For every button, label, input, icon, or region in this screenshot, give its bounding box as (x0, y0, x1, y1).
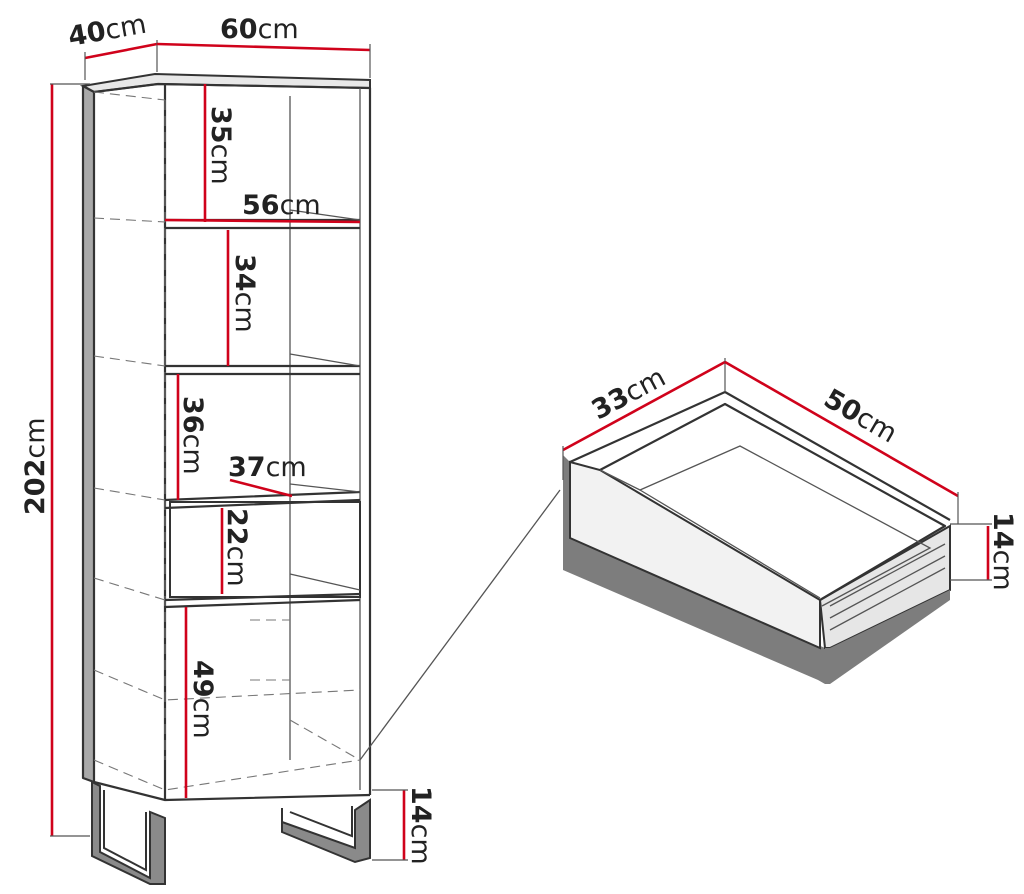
drawer-width-dim-line (724, 360, 959, 498)
left-leg-inner (103, 790, 147, 872)
shelf-4 (164, 592, 361, 609)
depth-label: 40cm (66, 9, 149, 53)
height-dim-ext (50, 83, 90, 837)
shelf-1-dash (93, 217, 166, 223)
bottom-dash-3 (250, 619, 290, 681)
drawer-inner-bottom (599, 445, 932, 607)
shelf-3-back (289, 483, 361, 493)
drawer (563, 390, 951, 684)
depth-dim-line (84, 42, 158, 60)
bookcase-left-side (83, 86, 94, 782)
drawer-height-dim-ext (950, 523, 992, 581)
drawer-front-shadow (563, 455, 825, 684)
shelf2-label: 34cm (229, 254, 260, 333)
shelf-3-dash (93, 487, 166, 501)
drawer-bottom-shadow (825, 590, 950, 684)
inner-width-label: 56cm (242, 190, 321, 221)
bookcase-legs (91, 780, 371, 885)
shelf-2-back (289, 353, 361, 367)
inner-depth-dim-line (229, 478, 293, 498)
legs-dim-ext (372, 789, 408, 861)
bookcase-base (93, 780, 371, 802)
shelf-2 (165, 364, 360, 376)
drawer-runners (829, 543, 946, 631)
width-dim-line (156, 42, 371, 52)
bookcase-top (79, 72, 371, 94)
shelf1-label: 35cm (205, 106, 236, 185)
inner-depth-label: 37cm (228, 452, 307, 483)
drawer-dimensions (562, 358, 992, 581)
bottom-dash-2 (93, 759, 361, 791)
shelf-1-back (289, 209, 361, 221)
shelf-4-dash (93, 577, 166, 601)
right-leg (281, 798, 371, 864)
bottom-label: 49cm (187, 660, 218, 739)
shelf-2-dash (93, 355, 166, 367)
shelf-3 (164, 490, 361, 510)
drawer-depth-label: 33cm (587, 362, 671, 426)
drawer-depth-dim-ext (562, 358, 726, 480)
legs-label: 14cm (405, 786, 436, 865)
niche-label: 22cm (221, 508, 252, 587)
back-dash-1 (93, 91, 166, 101)
width-label: 60cm (220, 14, 299, 45)
bottom-dash-4 (289, 719, 361, 761)
drawer-inner-edge (639, 489, 821, 599)
drawer-front (569, 460, 821, 650)
bottom-dash-1 (93, 669, 361, 701)
left-leg (91, 780, 166, 885)
drawer-inner-rim (599, 402, 947, 601)
bookcase-dimensions (50, 40, 408, 861)
shelf-4-back (289, 573, 361, 591)
drawer-leader-line (359, 489, 561, 761)
bookcase (79, 72, 372, 885)
drawer-niche (169, 501, 361, 598)
drawer-height-label: 14cm (987, 512, 1018, 591)
height-label: 202cm (20, 417, 51, 515)
inner-width-dim-line (164, 218, 361, 224)
drawer-depth-dim-line (562, 360, 726, 452)
right-leg-inner (289, 806, 353, 838)
depth-dim-ext (84, 40, 158, 80)
shelf3-label: 36cm (177, 396, 208, 475)
bookcase-outline (93, 82, 372, 795)
